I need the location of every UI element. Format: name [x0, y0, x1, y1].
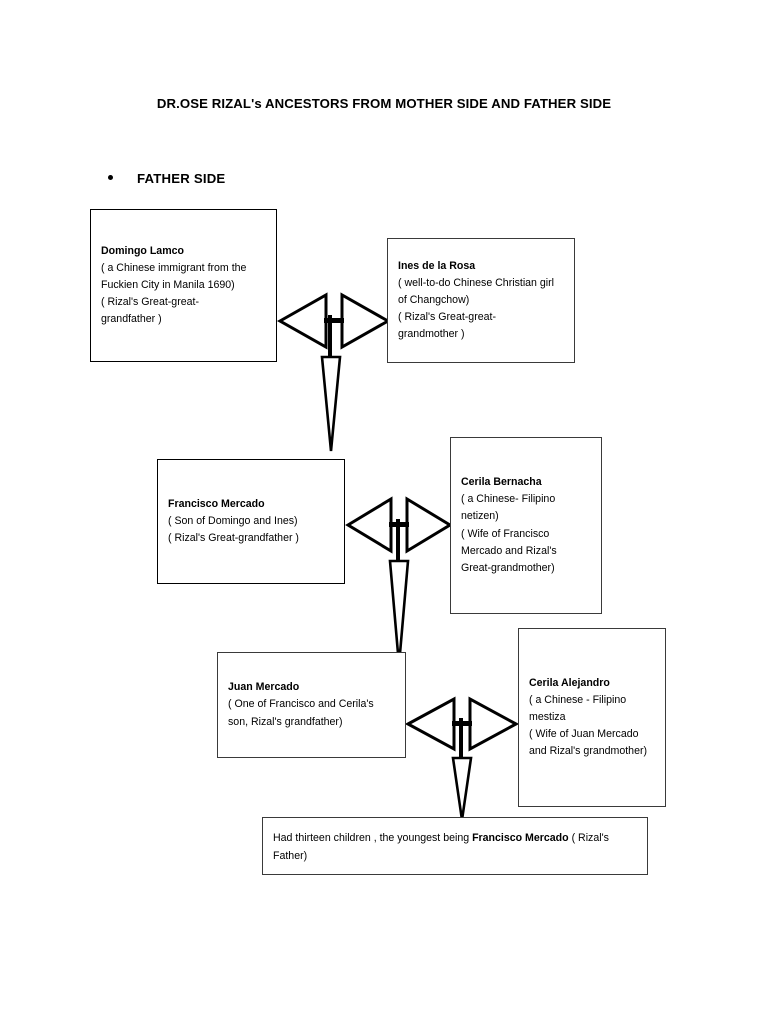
node-box-juan-mercado: Juan Mercado ( One of Francisco and Ceri… [217, 652, 406, 758]
node-detail-line: ( Wife of Francisco [461, 527, 550, 540]
node-detail-line: ( Rizal's Great-great- [101, 296, 199, 309]
page-title: DR.OSE RIZAL's ANCESTORS FROM MOTHER SID… [156, 96, 612, 111]
node-detail-line: ( well-to-do Chinese Christian girl [398, 276, 555, 289]
node-detail-line: netizen) [461, 510, 499, 523]
descent-arrow-francisco-cerila [386, 519, 412, 667]
node-name-juan-mercado: Juan Mercado [228, 681, 300, 694]
node-box-domingo-lamco: Domingo Lamco ( a Chinese immigrant from… [90, 209, 277, 362]
node-box-francisco-mercado: Francisco Mercado ( Son of Domingo and I… [157, 459, 345, 584]
node-detail-line: ( Son of Domingo and Ines) [168, 514, 298, 527]
node-name-cerila-alejandro: Cerila Alejandro [529, 676, 610, 689]
node-box-children-summary: Had thirteen children , the youngest bei… [262, 817, 648, 875]
node-detail-line: grandmother ) [398, 328, 465, 341]
node-name-francisco-mercado: Francisco Mercado [168, 497, 265, 510]
node-box-ines-de-la-rosa: Ines de la Rosa ( well-to-do Chinese Chr… [387, 238, 575, 363]
children-text-bold: Francisco Mercado [472, 832, 569, 844]
node-detail-line: and Rizal's grandmother) [529, 745, 648, 758]
descent-arrow-juan-cerila [449, 718, 475, 822]
children-text-after: ( Rizal's Father) [273, 832, 609, 862]
children-summary-text: Had thirteen children , the youngest bei… [273, 829, 637, 865]
node-detail-line: ( a Chinese- Filipino [461, 493, 556, 506]
node-detail-line: ( a Chinese immigrant from the [101, 261, 247, 274]
node-name-domingo-lamco: Domingo Lamco [101, 244, 184, 257]
bullet-dot-icon [108, 175, 113, 180]
node-detail-line: Fuckien City in Manila 1690) [101, 278, 235, 291]
node-detail-line: Mercado and Rizal's [461, 544, 557, 557]
section-heading-father-side: FATHER SIDE [108, 171, 225, 186]
union-connector-domingo-ines [276, 292, 392, 350]
children-text-before: Had thirteen children , the youngest bei… [273, 832, 473, 844]
node-detail-line: ( Wife of Juan Mercado [529, 728, 639, 741]
node-name-cerila-bernacha: Cerila Bernacha [461, 476, 542, 489]
node-detail-line: ( Rizal's Great-grandfather ) [168, 532, 299, 545]
node-detail-line: grandfather ) [101, 313, 162, 326]
node-box-cerila-bernacha: Cerila Bernacha ( a Chinese- Filipino ne… [450, 437, 602, 614]
node-detail-line: ( a Chinese - Filipino [529, 693, 627, 706]
node-detail-line: ( One of Francisco and Cerila's [228, 698, 374, 711]
node-name-ines-de-la-rosa: Ines de la Rosa [398, 259, 476, 272]
node-detail-line: mestiza [529, 710, 566, 723]
node-detail-line: son, Rizal's grandfather) [228, 715, 343, 728]
node-detail-line: of Changchow) [398, 293, 470, 306]
descent-arrow-domingo-ines [318, 315, 344, 453]
node-detail-line: Great-grandmother) [461, 561, 555, 574]
node-box-cerila-alejandro: Cerila Alejandro ( a Chinese - Filipino … [518, 628, 666, 807]
section-heading-label: FATHER SIDE [137, 171, 226, 186]
node-detail-line: ( Rizal's Great-great- [398, 311, 496, 324]
